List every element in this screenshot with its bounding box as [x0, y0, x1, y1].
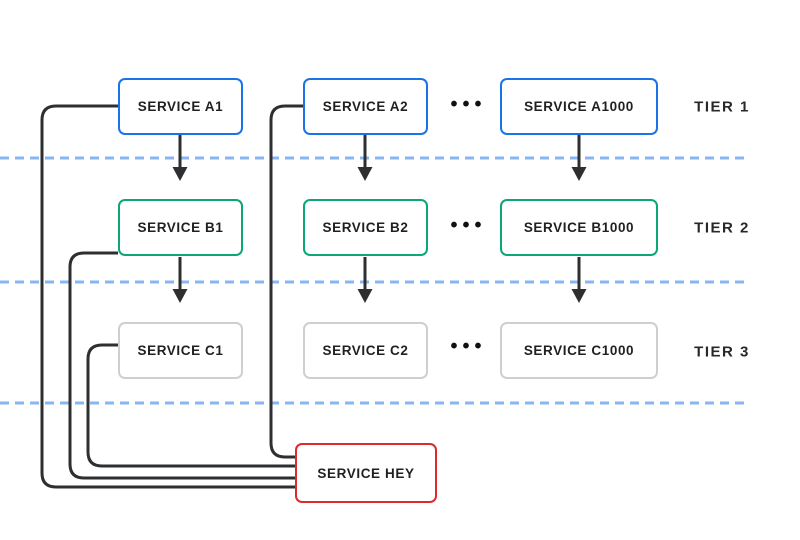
- connector-hey-a1: [40, 104, 296, 489]
- arrow-b1-c1: [172, 257, 188, 303]
- arrow-a2-b2: [357, 135, 373, 181]
- service-box-c2: SERVICE C2: [303, 322, 428, 379]
- ellipsis-tier2: •••: [450, 214, 487, 237]
- service-box-b1: SERVICE B1: [118, 199, 243, 256]
- service-box-a2: SERVICE A2: [303, 78, 428, 135]
- service-box-c1: SERVICE C1: [118, 322, 243, 379]
- ellipsis-tier3: •••: [450, 335, 487, 358]
- service-box-c1000: SERVICE C1000: [500, 322, 658, 379]
- connector-hey-b1: [68, 251, 296, 480]
- arrow-b2-c2: [357, 257, 373, 303]
- ellipsis-tier1: •••: [450, 93, 487, 116]
- tier2-label: TIER 2: [694, 219, 750, 237]
- arrow-a1000-b1000: [571, 135, 587, 181]
- arrow-b1000-c1000: [571, 257, 587, 303]
- arrow-a1-b1: [172, 135, 188, 181]
- tier3-label: TIER 3: [694, 343, 750, 361]
- tier1-label: TIER 1: [694, 98, 750, 116]
- connector-hey-c1: [86, 343, 296, 468]
- service-box-a1: SERVICE A1: [118, 78, 243, 135]
- service-box-b1000: SERVICE B1000: [500, 199, 658, 256]
- service-box-b2: SERVICE B2: [303, 199, 428, 256]
- service-box-hey: SERVICE HEY: [295, 443, 437, 503]
- service-box-a1000: SERVICE A1000: [500, 78, 658, 135]
- connector-hey-a2: [269, 104, 303, 459]
